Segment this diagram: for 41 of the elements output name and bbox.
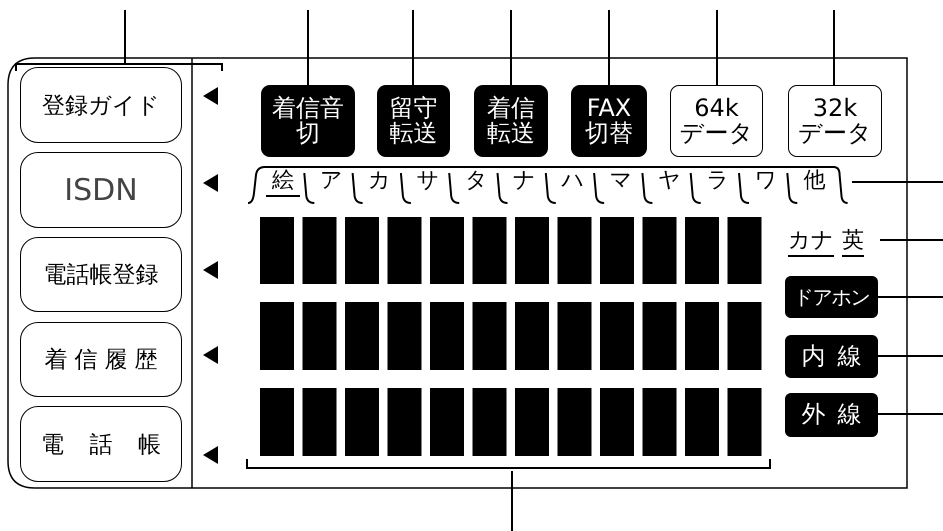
leader-line: [412, 10, 414, 85]
leader-line: [716, 10, 718, 85]
status-icon: 32kデータ: [788, 85, 882, 157]
mode-label: カナ: [788, 225, 834, 257]
tab-label: ヤ: [657, 167, 682, 195]
menu-button: 電話帳: [20, 406, 182, 482]
tab-label: 絵: [266, 167, 300, 197]
tab-label: サ: [416, 167, 441, 195]
tab-label: ハ: [560, 167, 586, 195]
leader-line: [852, 181, 943, 183]
tab-label: ナ: [512, 167, 538, 195]
tab-label: 他: [802, 167, 826, 195]
menu-button: 電話帳登録: [20, 237, 182, 312]
leader-line: [511, 471, 513, 531]
tab-label: ラ: [705, 167, 730, 195]
leader-line: [510, 10, 512, 85]
mode-label: 英: [842, 225, 864, 257]
leader-line: [124, 10, 126, 63]
tab-label: カ: [367, 167, 392, 195]
leader-line: [878, 296, 943, 298]
menu-button: ISDN: [20, 152, 182, 228]
status-icon: 64kデータ: [670, 85, 763, 157]
status-icon: 着信音切: [261, 85, 355, 157]
status-icon: 着信転送: [474, 85, 548, 157]
status-icon: 外線: [785, 393, 878, 437]
status-icon: ドアホン: [785, 276, 878, 318]
tab-label: マ: [608, 167, 634, 195]
status-icon: FAX切替: [571, 85, 647, 157]
menu-button: 登録ガイド: [20, 67, 182, 143]
tab-label: ワ: [754, 167, 779, 195]
leader-line: [880, 239, 943, 241]
tab-label: タ: [464, 167, 489, 195]
tab-label: ア: [318, 167, 344, 195]
leader-line: [307, 10, 309, 85]
menu-button: 着信履歴: [20, 322, 182, 397]
leader-line: [833, 10, 835, 85]
leader-line: [878, 413, 943, 415]
status-icon: 内線: [785, 335, 878, 378]
status-icon: 留守転送: [377, 85, 450, 157]
leader-line: [878, 355, 943, 357]
leader-line: [608, 10, 610, 85]
